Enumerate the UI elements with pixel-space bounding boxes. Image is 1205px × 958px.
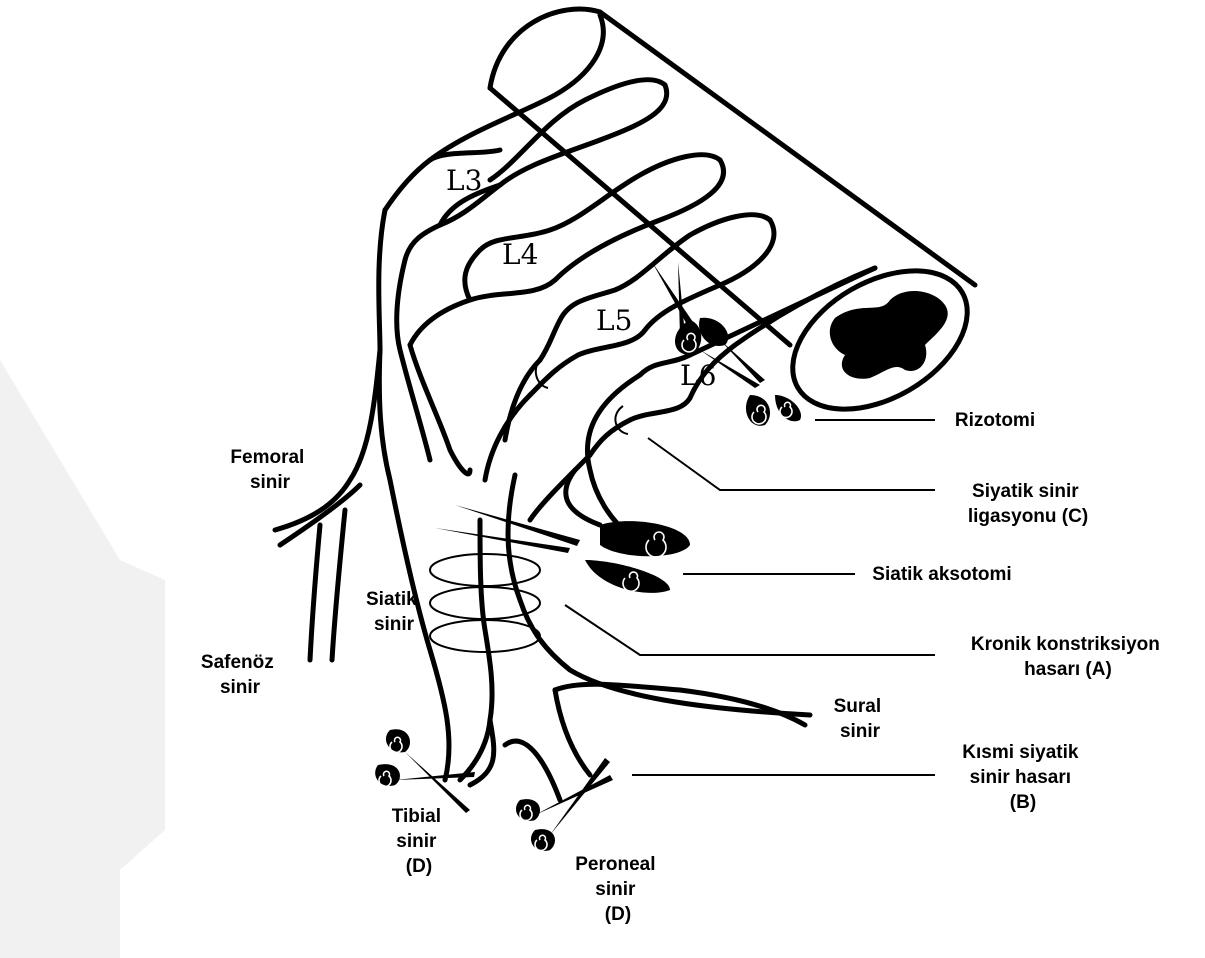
- label-peroneal-line1: Peroneal: [575, 854, 655, 875]
- label-psni-line3: (B): [1010, 792, 1036, 813]
- label-peroneal-line3: (D): [605, 904, 631, 925]
- root-label-l5: L5: [596, 304, 632, 337]
- label-rhizotomy-line1: Rizotomi: [955, 410, 1035, 431]
- label-saphenous-line2: sinir: [220, 677, 261, 698]
- root-label-l4: L4: [502, 238, 538, 271]
- root-label-l3: L3: [446, 164, 482, 197]
- label-sciatic-line2: sinir: [374, 614, 415, 635]
- label-sural: Sural sinir: [834, 696, 887, 742]
- label-cci-line1: Kronik konstriksiyon: [971, 634, 1160, 655]
- label-peroneal-line2: sinir: [595, 879, 636, 900]
- distal-branches: [470, 690, 590, 800]
- label-psni-line2: sinir hasarı: [970, 767, 1071, 788]
- label-tibial-line1: Tibial: [392, 806, 441, 827]
- label-ligation-line2: ligasyonu (C): [968, 506, 1088, 527]
- leader-ligation: [648, 438, 935, 490]
- label-sciatic: Siatik sinir: [366, 589, 422, 635]
- label-sciatic-line1: Siatik: [366, 589, 417, 610]
- label-axotomy-line1: Siatik aksotomi: [872, 564, 1011, 585]
- label-ligation-line1: Siyatik sinir: [972, 481, 1079, 502]
- label-femoral: Femoral sinir: [230, 447, 309, 493]
- scissors-rhizotomy: [652, 262, 801, 426]
- label-psni: Kısmi siyatik sinir hasarı (B): [962, 742, 1083, 813]
- femoral-saphenous-nerves: [275, 350, 380, 660]
- gray-matter: [830, 291, 948, 379]
- label-cci-line2: hasarı (A): [1024, 659, 1112, 680]
- scissors-tibial: [375, 729, 475, 813]
- label-femoral-line2: sinir: [250, 472, 291, 493]
- label-ligation: Siyatik sinir ligasyonu (C): [968, 481, 1088, 527]
- label-tibial: Tibial sinir (D): [392, 806, 447, 877]
- scissors-peroneal: [516, 758, 613, 851]
- scissors-axotomy: [435, 505, 690, 593]
- root-l3: L3: [385, 15, 667, 260]
- label-saphenous: Safenöz sinir: [201, 652, 279, 698]
- label-rhizotomy: Rizotomi: [955, 410, 1035, 431]
- label-tibial-line2: sinir: [396, 831, 437, 852]
- root-label-l6: L6: [680, 359, 716, 392]
- label-tibial-line3: (D): [406, 856, 432, 877]
- label-femoral-line1: Femoral: [230, 447, 304, 468]
- label-peroneal: Peroneal sinir (D): [575, 854, 661, 925]
- label-axotomy: Siatik aksotomi: [872, 564, 1011, 585]
- label-sural-line1: Sural: [834, 696, 882, 717]
- label-sural-line2: sinir: [840, 721, 881, 742]
- label-saphenous-line1: Safenöz: [201, 652, 274, 673]
- watermark: [0, 360, 165, 958]
- label-psni-line1: Kısmi siyatik: [962, 742, 1079, 763]
- label-cci: Kronik konstriksiyon hasarı (A): [971, 634, 1165, 680]
- leader-cci: [565, 605, 935, 655]
